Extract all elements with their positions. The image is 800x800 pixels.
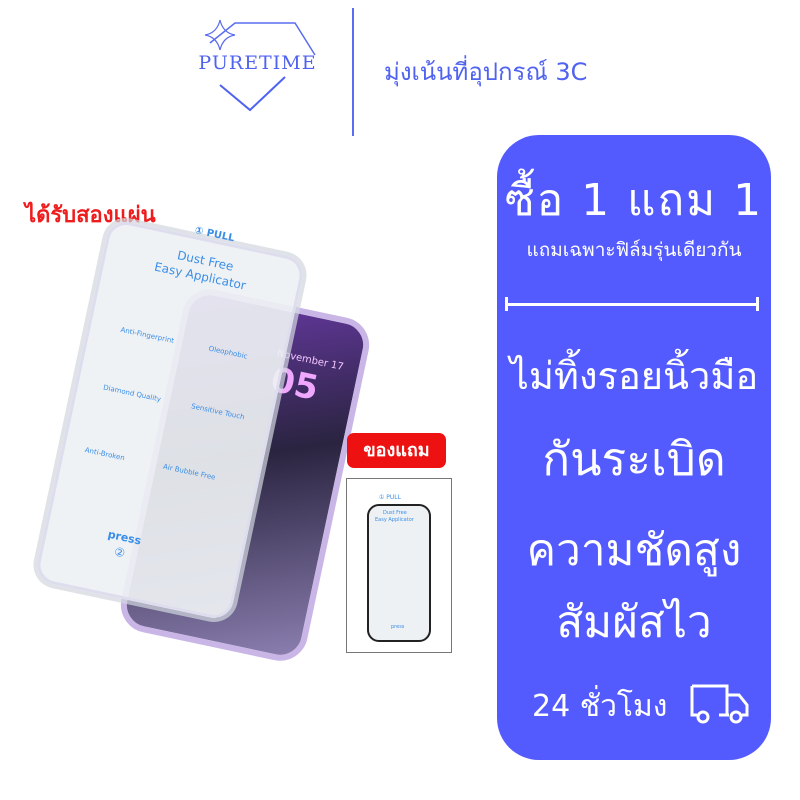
feature-label: Oleophobic	[207, 344, 249, 361]
press-label: press	[106, 527, 143, 548]
promo-title: ซื้อ 1 แถม 1	[504, 175, 764, 226]
brand-tagline: มุ่งเน้นที่อุปกรณ์ 3C	[384, 58, 588, 86]
press-step: ②	[113, 544, 127, 561]
header-divider	[352, 8, 354, 136]
feature-sensitive-touch: สัมผัสไว	[556, 597, 712, 648]
applicator-title-2: Easy Applicator	[375, 517, 414, 523]
bonus-badge: ของแถม	[347, 433, 446, 468]
applicator-title-1: Dust Free	[383, 510, 407, 516]
feature-label: Diamond Quality	[102, 383, 162, 404]
feature-label: Anti-Broken	[84, 446, 126, 463]
feature-shatterproof: กันระเบิด	[542, 432, 726, 486]
feature-label: Sensitive Touch	[190, 402, 246, 422]
pull-label: ① PULL	[193, 225, 236, 245]
truck-icon	[690, 684, 749, 724]
brand-logo-text: PURETIME	[198, 52, 317, 74]
feature-high-clarity: ความชัดสูง	[526, 525, 742, 576]
press-label: press	[391, 624, 405, 630]
feature-anti-fingerprint: ไม่ทิ้งรอยนิ้วมือ	[509, 354, 759, 398]
puretime-diamond-logo-icon	[204, 19, 316, 112]
feature-label: Anti-Fingerprint	[119, 325, 175, 346]
promo-subtitle: แถมเฉพาะฟิล์มรุ่นเดียวกัน	[526, 239, 742, 261]
shipping-time: 24 ชั่วโมง	[532, 689, 668, 724]
pull-label: ① PULL	[379, 494, 401, 501]
panel-separator	[505, 297, 759, 311]
bonus-film-image: ① PULL Dust Free Easy Applicator press	[346, 478, 452, 653]
promo-panel: ซื้อ 1 แถม 1 แถมเฉพาะฟิล์มรุ่นเดียวกัน ไ…	[497, 135, 771, 760]
feature-label: Air Bubble Free	[162, 462, 217, 482]
